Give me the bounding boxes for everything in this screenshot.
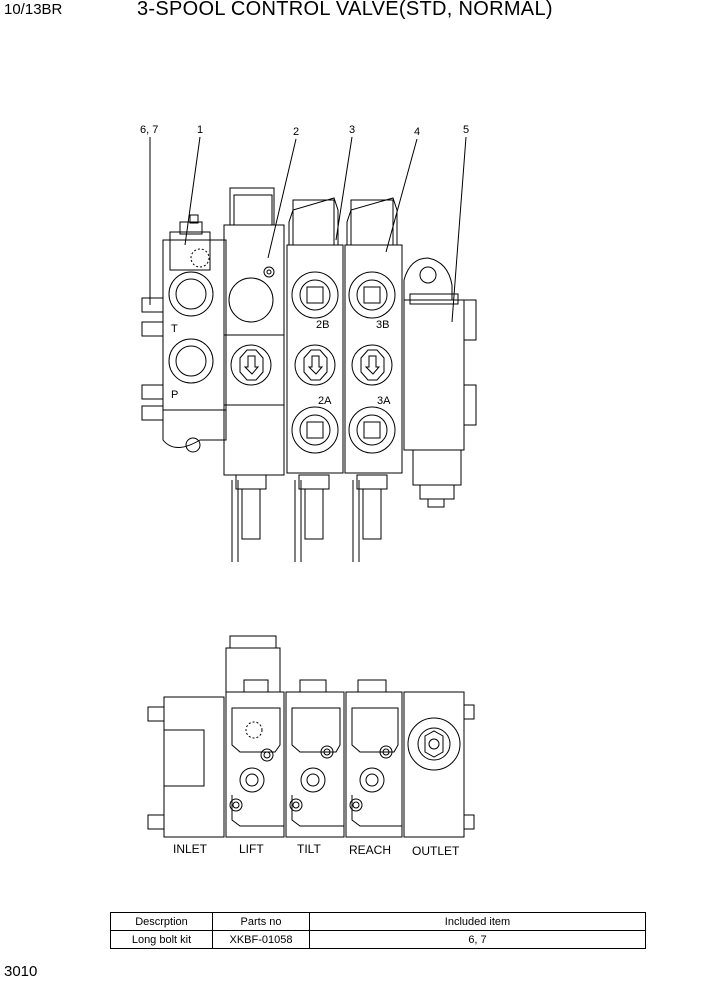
port-p-label: P	[171, 389, 178, 401]
section-outlet-label: OUTLET	[412, 844, 460, 858]
callout-3: 3	[349, 124, 355, 136]
cell-description: Long bolt kit	[110, 930, 213, 949]
port-t-label: T	[171, 323, 178, 335]
callout-1: 1	[197, 124, 203, 136]
port-3b-label: 3B	[376, 319, 389, 331]
port-2a-label: 2A	[318, 395, 332, 407]
front-view	[147, 635, 475, 838]
model-code: 10/13BR	[4, 1, 63, 18]
header-description: Descrption	[110, 912, 213, 931]
page-title: 3-SPOOL CONTROL VALVE(STD, NORMAL)	[137, 0, 553, 20]
page-number: 3010	[4, 963, 38, 980]
section-lift-label: LIFT	[239, 842, 264, 856]
section-inlet-label: INLET	[173, 842, 208, 856]
port-2b-label: 2B	[316, 319, 329, 331]
callout-4: 4	[414, 126, 420, 138]
callout-6-7: 6, 7	[140, 124, 158, 136]
header-included-item: Included item	[309, 912, 646, 931]
cell-included-item: 6, 7	[309, 930, 646, 949]
section-reach-label: REACH	[349, 843, 391, 857]
section-tilt-label: TILT	[297, 842, 321, 856]
callout-2: 2	[293, 126, 299, 138]
callout-5: 5	[463, 124, 469, 136]
parts-table: Descrption Parts no Included item Long b…	[110, 912, 646, 949]
table-header-row: Descrption Parts no Included item	[110, 912, 646, 931]
table-row: Long bolt kit XKBF-01058 6, 7	[110, 930, 646, 949]
cell-parts-no: XKBF-01058	[212, 930, 310, 949]
top-view	[141, 136, 477, 562]
port-3a-label: 3A	[377, 395, 391, 407]
header-parts-no: Parts no	[212, 912, 310, 931]
